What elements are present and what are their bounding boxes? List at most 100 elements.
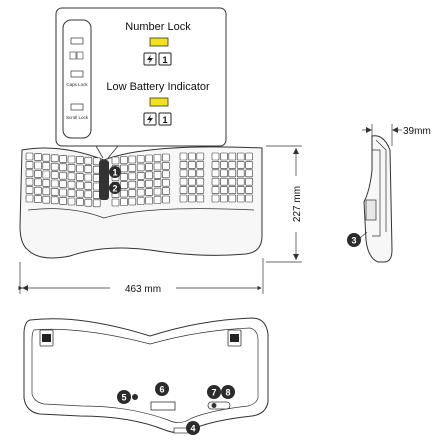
key: [196, 161, 205, 169]
key: [34, 153, 42, 161]
key: [196, 177, 205, 186]
keyboard-front-view: [19, 146, 263, 259]
key: [162, 170, 170, 179]
key: [179, 169, 188, 178]
key: [196, 152, 205, 161]
key: [67, 197, 76, 206]
marker-7: 7: [207, 385, 221, 399]
side-led-3: [70, 103, 84, 111]
key: [188, 186, 196, 194]
key: [59, 197, 67, 205]
height-dimension: 227 mm: [266, 145, 303, 263]
key: [120, 173, 128, 181]
key: [196, 169, 205, 178]
center-indicator-strip: [99, 160, 109, 200]
key: [42, 195, 51, 204]
key: [76, 198, 84, 206]
key: [76, 156, 84, 164]
key: [220, 177, 228, 186]
number-lock-led: [149, 37, 169, 47]
key: [228, 186, 237, 194]
key: [136, 188, 145, 197]
key: [162, 195, 170, 204]
side-caps-label: Caps Lock: [66, 82, 88, 87]
key: [145, 188, 153, 196]
key: [59, 188, 67, 197]
svg-text:6: 6: [159, 385, 164, 395]
key: [211, 169, 220, 178]
key: [34, 170, 42, 178]
key: [145, 154, 153, 163]
side-scroll-label: Scroll Lock: [66, 115, 89, 120]
key: [50, 196, 59, 205]
key: [245, 152, 253, 161]
key: [136, 197, 145, 205]
key: [67, 180, 76, 189]
key: [236, 177, 245, 186]
key: [211, 186, 220, 194]
key: [179, 186, 188, 194]
key: [42, 162, 51, 170]
marker-5: 5: [117, 390, 131, 404]
key: [179, 194, 188, 203]
number-lock-label: Number Lock: [125, 21, 191, 33]
key: [25, 152, 34, 161]
key: [153, 171, 162, 179]
key: [196, 186, 205, 194]
key: [245, 177, 253, 186]
low-battery-bolt-icon: [143, 112, 157, 126]
svg-text:7: 7: [211, 388, 216, 398]
key: [236, 186, 245, 194]
key: [67, 155, 76, 164]
key: [84, 198, 93, 207]
key: [34, 178, 42, 187]
key: [245, 169, 253, 178]
svg-text:1: 1: [162, 55, 167, 65]
key: [84, 165, 93, 173]
key: [236, 194, 245, 203]
key: [128, 172, 137, 181]
key: [59, 171, 67, 180]
key: [42, 153, 51, 162]
key: [236, 161, 245, 169]
marker-6: 6: [155, 382, 169, 396]
key: [228, 194, 237, 203]
key: [34, 186, 42, 195]
key: [128, 197, 137, 206]
key: [25, 177, 34, 186]
key: [120, 164, 128, 173]
key: [228, 169, 237, 178]
key: [179, 161, 188, 169]
key: [245, 186, 253, 194]
key: [236, 152, 245, 161]
key: [76, 181, 84, 190]
key: [84, 173, 93, 182]
battery-cover: [150, 401, 176, 411]
key: [228, 152, 237, 161]
key: [42, 187, 51, 196]
key: [211, 177, 220, 186]
key: [196, 194, 205, 203]
key: [128, 189, 137, 197]
key: [84, 190, 93, 199]
marker-3: 3: [347, 231, 368, 247]
key: [220, 194, 228, 203]
key: [34, 195, 42, 203]
key: [25, 169, 34, 178]
svg-text:1: 1: [112, 168, 117, 178]
marker-2: 2: [109, 182, 121, 194]
left-foot: [39, 329, 54, 347]
key: [245, 194, 253, 203]
key: [76, 164, 84, 173]
key: [145, 171, 153, 180]
svg-text:2: 2: [112, 184, 117, 194]
power-switch: [207, 401, 231, 410]
low-battery-one-icon: 1: [158, 112, 172, 126]
key: [136, 172, 145, 180]
height-label: 227 mm: [292, 186, 303, 222]
led-side-panel: [62, 19, 92, 139]
depth-label: 39mm: [403, 126, 431, 137]
key: [228, 177, 237, 186]
key: [111, 198, 120, 207]
key: [120, 156, 128, 164]
